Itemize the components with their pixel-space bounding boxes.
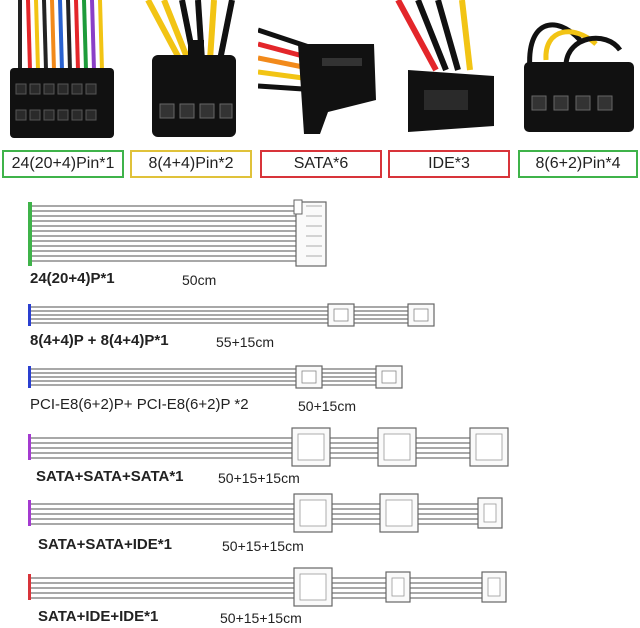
cable-length: 50cm <box>182 272 217 288</box>
cable-title: SATA+IDE+IDE*1 <box>38 608 159 625</box>
cable-length: 50+15+15cm <box>222 538 304 554</box>
connector-label-text: SATA*6 <box>293 155 349 172</box>
cable-pcie: PCI-E8(6+2)P+ PCI-E8(6+2)P *2 50+15cm <box>0 362 640 414</box>
connector-label-text: 8(6+2)Pin*4 <box>535 155 621 172</box>
connector-label-sata: SATA*6 <box>260 150 382 178</box>
cable-sata-sata-ide: SATA+SATA+IDE*1 50+15+15cm <box>0 490 640 556</box>
photo-24pin-connector <box>0 0 124 142</box>
cable-sata-sata-ide-diagram <box>28 493 503 533</box>
cable-sata-sata-sata-diagram <box>28 427 509 467</box>
connector-label-ide: IDE*3 <box>388 150 510 178</box>
cable-8pin-cpu-diagram <box>28 303 435 327</box>
cable-length: 50+15+15cm <box>218 470 300 486</box>
cable-title: 8(4+4)P + 8(4+4)P*1 <box>30 332 169 349</box>
connector-label-text: IDE*3 <box>428 155 470 172</box>
photo-pcie-connector <box>516 0 640 142</box>
cable-title: SATA+SATA+IDE*1 <box>38 536 172 553</box>
cable-length: 50+15+15cm <box>220 610 302 626</box>
cable-8pin-cpu: 8(4+4)P + 8(4+4)P*1 55+15cm <box>0 300 640 350</box>
connector-label-24pin: 24(20+4)Pin*1 <box>2 150 124 178</box>
cable-sata-sata-sata: SATA+SATA+SATA*1 50+15+15cm <box>0 424 640 486</box>
cable-sata-ide-ide: SATA+IDE+IDE*1 50+15+15cm <box>0 564 640 628</box>
cable-24pin: 24(20+4)P*1 50cm <box>0 198 640 288</box>
cable-length: 55+15cm <box>216 334 274 350</box>
cable-title: SATA+SATA+SATA*1 <box>36 468 184 485</box>
cable-title: PCI-E8(6+2)P+ PCI-E8(6+2)P *2 <box>30 396 249 413</box>
cable-title: 24(20+4)P*1 <box>30 270 115 287</box>
photo-sata-connector <box>258 0 382 142</box>
connector-label-8pin: 8(4+4)Pin*2 <box>130 150 252 178</box>
cable-sata-ide-ide-diagram <box>28 567 507 607</box>
connector-label-text: 24(20+4)Pin*1 <box>11 155 115 172</box>
connector-label-pcie: 8(6+2)Pin*4 <box>518 150 638 178</box>
cable-length: 50+15cm <box>298 398 356 414</box>
photo-ide-molex-connector <box>388 0 512 142</box>
cable-pcie-diagram <box>28 365 403 389</box>
cable-24pin-diagram <box>28 199 327 267</box>
photo-8pin-cpu-connector <box>128 0 252 142</box>
connector-label-text: 8(4+4)Pin*2 <box>148 155 234 172</box>
